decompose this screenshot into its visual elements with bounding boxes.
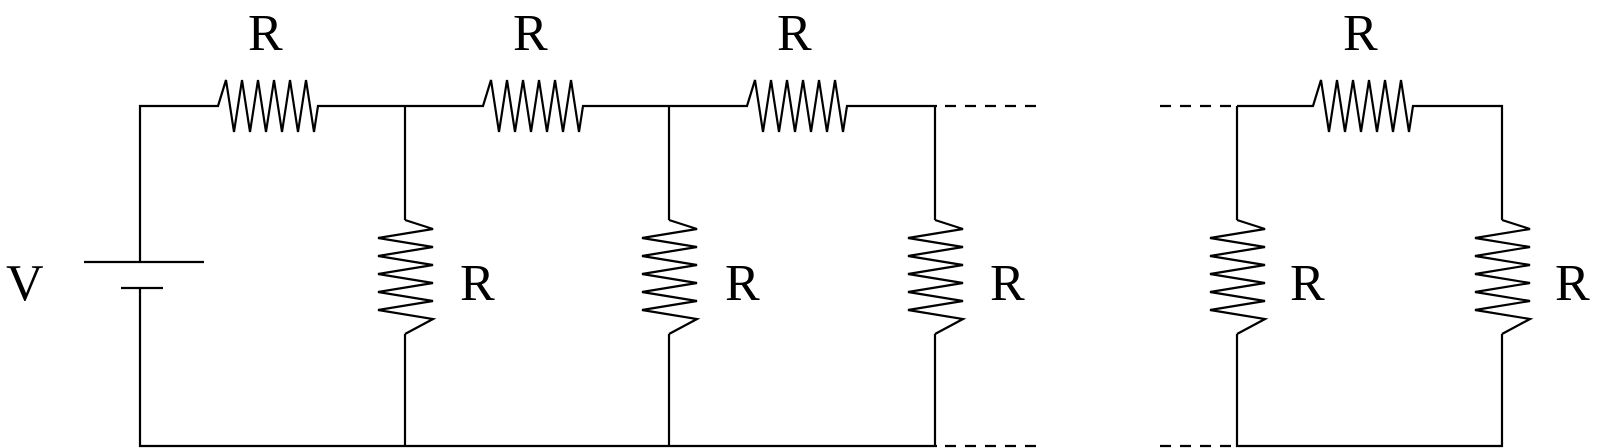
shunt-resistor-3 xyxy=(907,218,967,335)
series-resistor-2 xyxy=(475,79,591,133)
series-resistor-1 xyxy=(210,79,326,133)
shunt-resistor-1-label: R xyxy=(460,255,495,312)
series-resistor-2-label: R xyxy=(513,5,548,62)
source-label: V xyxy=(6,255,44,312)
series-resistor-1-label: R xyxy=(248,5,283,62)
series-resistor-3-label: R xyxy=(777,5,812,62)
shunt-resistor-5-label: R xyxy=(1555,255,1590,312)
shunt-resistor-4-label: R xyxy=(1290,255,1325,312)
shunt-resistor-5 xyxy=(1474,218,1534,335)
right-top-wire xyxy=(1237,104,1504,220)
top-wire-1 xyxy=(138,104,210,262)
series-resistor-3 xyxy=(739,79,855,133)
series-resistor-4-label: R xyxy=(1343,5,1378,62)
source-to-bottom-wire xyxy=(138,288,937,448)
series-resistor-4 xyxy=(1305,79,1422,133)
shunt-resistor-2 xyxy=(641,218,701,335)
shunt-resistor-1 xyxy=(377,218,437,335)
shunt-resistor-2-label: R xyxy=(725,255,760,312)
right-left-branch-wire xyxy=(1235,106,1504,448)
shunt-resistor-3-label: R xyxy=(990,255,1025,312)
shunt-resistor-4 xyxy=(1209,218,1269,335)
